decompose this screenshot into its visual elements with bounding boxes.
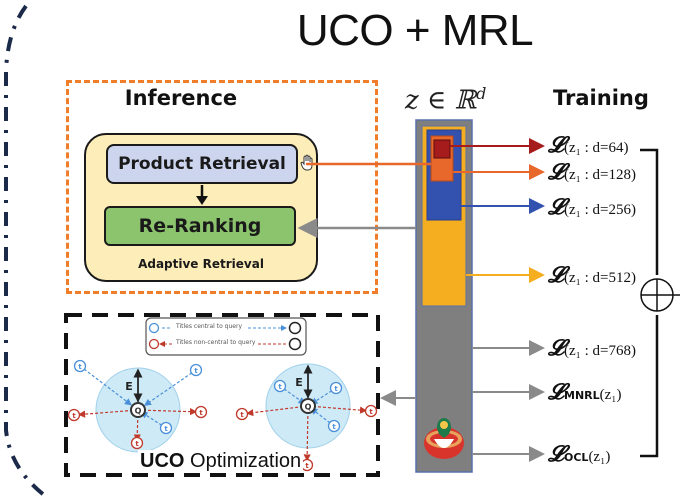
query-node-label: Q	[135, 407, 142, 416]
loss-arg: (z₁ : d=512)	[564, 270, 637, 286]
legend-text-central: Titles central to query	[176, 323, 243, 330]
loss-symbol: 𝓛	[548, 132, 564, 158]
loss-symbol: 𝓛	[548, 159, 564, 185]
title-node-label: t	[72, 412, 76, 420]
loss-subscript: OCL	[564, 451, 589, 464]
legend-text-noncentral: Titles non-central to query	[176, 339, 256, 346]
adaptive-retrieval-label: Adaptive Retrieval	[138, 257, 264, 271]
title-node-central	[73, 359, 87, 373]
embedding-vector-bar	[415, 119, 473, 473]
uco-legend	[145, 317, 307, 356]
sum-icon	[640, 278, 680, 312]
repel-edge	[246, 405, 309, 417]
query-node-label: Q	[305, 403, 312, 412]
loss-d256: 𝓛(z₁ : d=256)	[548, 194, 636, 220]
loss-d512: 𝓛(z₁ : d=512)	[548, 262, 636, 288]
embedding-space-label: z ∈ ℝd	[405, 84, 486, 116]
title-node-noncentral	[67, 408, 81, 422]
uco-panel	[64, 313, 380, 477]
embedding-dimension: d	[476, 84, 487, 103]
loss-sum-bracket	[640, 148, 659, 458]
title-node-central	[327, 419, 341, 433]
repel-edge	[303, 405, 311, 462]
legend-title-central-icon	[148, 322, 160, 334]
uco-caption-bold: UCO	[140, 450, 185, 472]
title-node-central	[159, 421, 173, 435]
attract-edge	[79, 365, 132, 406]
loss-arg: (z₁)	[588, 449, 611, 465]
inference-panel	[66, 80, 378, 294]
diagram-title: UCO + MRL	[296, 6, 534, 55]
title-node-central	[273, 379, 287, 393]
loss-d64: 𝓛(z₁ : d=64)	[548, 132, 629, 158]
title-node-label: t	[164, 425, 168, 433]
loss-arg: (z₁ : d=256)	[564, 202, 637, 218]
attract-edge	[143, 369, 197, 406]
loss-symbol: 𝓛	[548, 379, 564, 405]
training-heading: Training	[553, 86, 649, 110]
loss-arg: (z₁ : d=768)	[564, 343, 637, 359]
loss-symbol: 𝓛	[548, 441, 564, 467]
title-node-label: t	[278, 383, 282, 391]
nesting-doll-icon	[424, 418, 464, 459]
title-node-noncentral	[130, 436, 144, 450]
loss-symbol: 𝓛	[548, 335, 564, 361]
loss-arg: (z₁)	[599, 387, 622, 403]
legend-query-icon-2	[288, 337, 302, 351]
title-node-central	[189, 363, 203, 377]
margin-label: E	[125, 380, 133, 393]
hand-cursor-icon	[300, 154, 313, 171]
title-node-label: t	[135, 440, 139, 448]
query-node	[130, 402, 146, 418]
outer-arc-border	[3, 4, 50, 500]
margin-label: E	[295, 376, 303, 389]
title-node-noncentral	[364, 404, 378, 418]
title-node-label: t	[240, 411, 244, 419]
segment-d64	[433, 139, 451, 159]
title-node-label: t	[305, 462, 309, 470]
title-node-label: t	[194, 367, 198, 375]
uco-caption-rest: Optimization	[184, 450, 302, 472]
loss-symbol: 𝓛	[548, 194, 564, 220]
down-arrow	[196, 185, 208, 205]
title-node-noncentral	[194, 405, 208, 419]
loss-subscript: MNRL	[564, 389, 600, 402]
re-ranking-box[interactable]: Re-Ranking	[104, 206, 296, 246]
loss-mnrl: 𝓛MNRL(z₁)	[548, 379, 622, 405]
loss-symbol: 𝓛	[548, 262, 564, 288]
loss-arg: (z₁ : d=128)	[564, 167, 637, 183]
uco-caption: UCO Optimization	[138, 450, 304, 473]
query-node	[300, 398, 316, 414]
embedding-label-text: z ∈ ℝ	[405, 85, 477, 116]
title-node-label: t	[332, 423, 336, 431]
loss-arg: (z₁ : d=64)	[564, 140, 629, 156]
legend-query-icon-1	[288, 321, 302, 335]
title-node-label: t	[78, 363, 82, 371]
loss-d128: 𝓛(z₁ : d=128)	[548, 159, 636, 185]
loss-ocl: 𝓛OCL(z₁)	[548, 441, 610, 467]
title-node-label: t	[334, 385, 338, 393]
product-retrieval-box[interactable]: Product Retrieval	[106, 144, 298, 184]
inference-heading: Inference	[124, 86, 238, 110]
title-node-central	[329, 381, 343, 395]
title-node-label: t	[199, 409, 203, 417]
loss-d768: 𝓛(z₁ : d=768)	[548, 335, 636, 361]
title-node-noncentral	[235, 407, 249, 421]
title-node-label: t	[369, 408, 373, 416]
legend-title-noncentral-icon	[148, 338, 160, 350]
